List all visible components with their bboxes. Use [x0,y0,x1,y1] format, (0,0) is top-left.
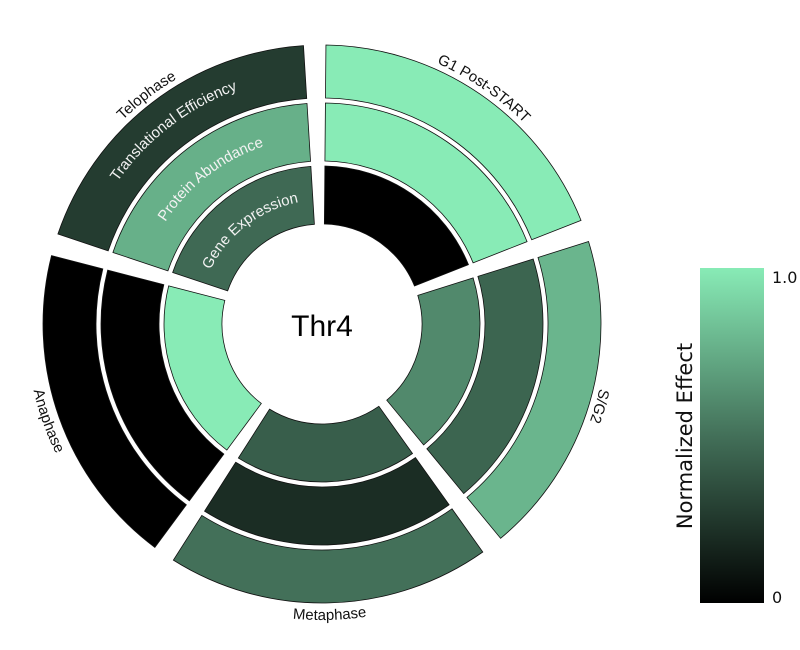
cell-metaphase-translational-efficiency [172,508,484,604]
cell-anaphase-translational-efficiency [42,255,187,548]
cell-s-g2-gene-expression [386,277,481,446]
colorbar-min-label: 0 [772,588,782,607]
cell-anaphase-gene-expression [163,285,262,451]
colorbar-title: Normalized Effect [673,343,697,529]
cell-g1-post-start-gene-expression [323,165,469,287]
cell-telophase-translational-efficiency [57,45,308,252]
colorbar: 1.0 0 Normalized Effect [673,268,797,607]
cell-telophase-protein-abundance [112,103,311,272]
colorbar-gradient [700,268,764,603]
colorbar-max-label: 1.0 [772,268,797,287]
cell-metaphase-gene-expression [237,405,414,483]
cell-anaphase-protein-abundance [100,269,225,502]
cell-metaphase-protein-abundance [203,457,450,546]
cell-g1-post-start-translational-efficiency [325,44,582,241]
cells-group [42,44,602,604]
phase-label-metaphase: Metaphase [292,604,367,624]
cell-telophase-gene-expression [172,165,315,292]
cell-s-g2-protein-abundance [426,258,544,495]
cell-g1-post-start-protein-abundance [324,102,528,264]
cell-s-g2-translational-efficiency [466,241,602,539]
center-label: Thr4 [291,310,353,343]
